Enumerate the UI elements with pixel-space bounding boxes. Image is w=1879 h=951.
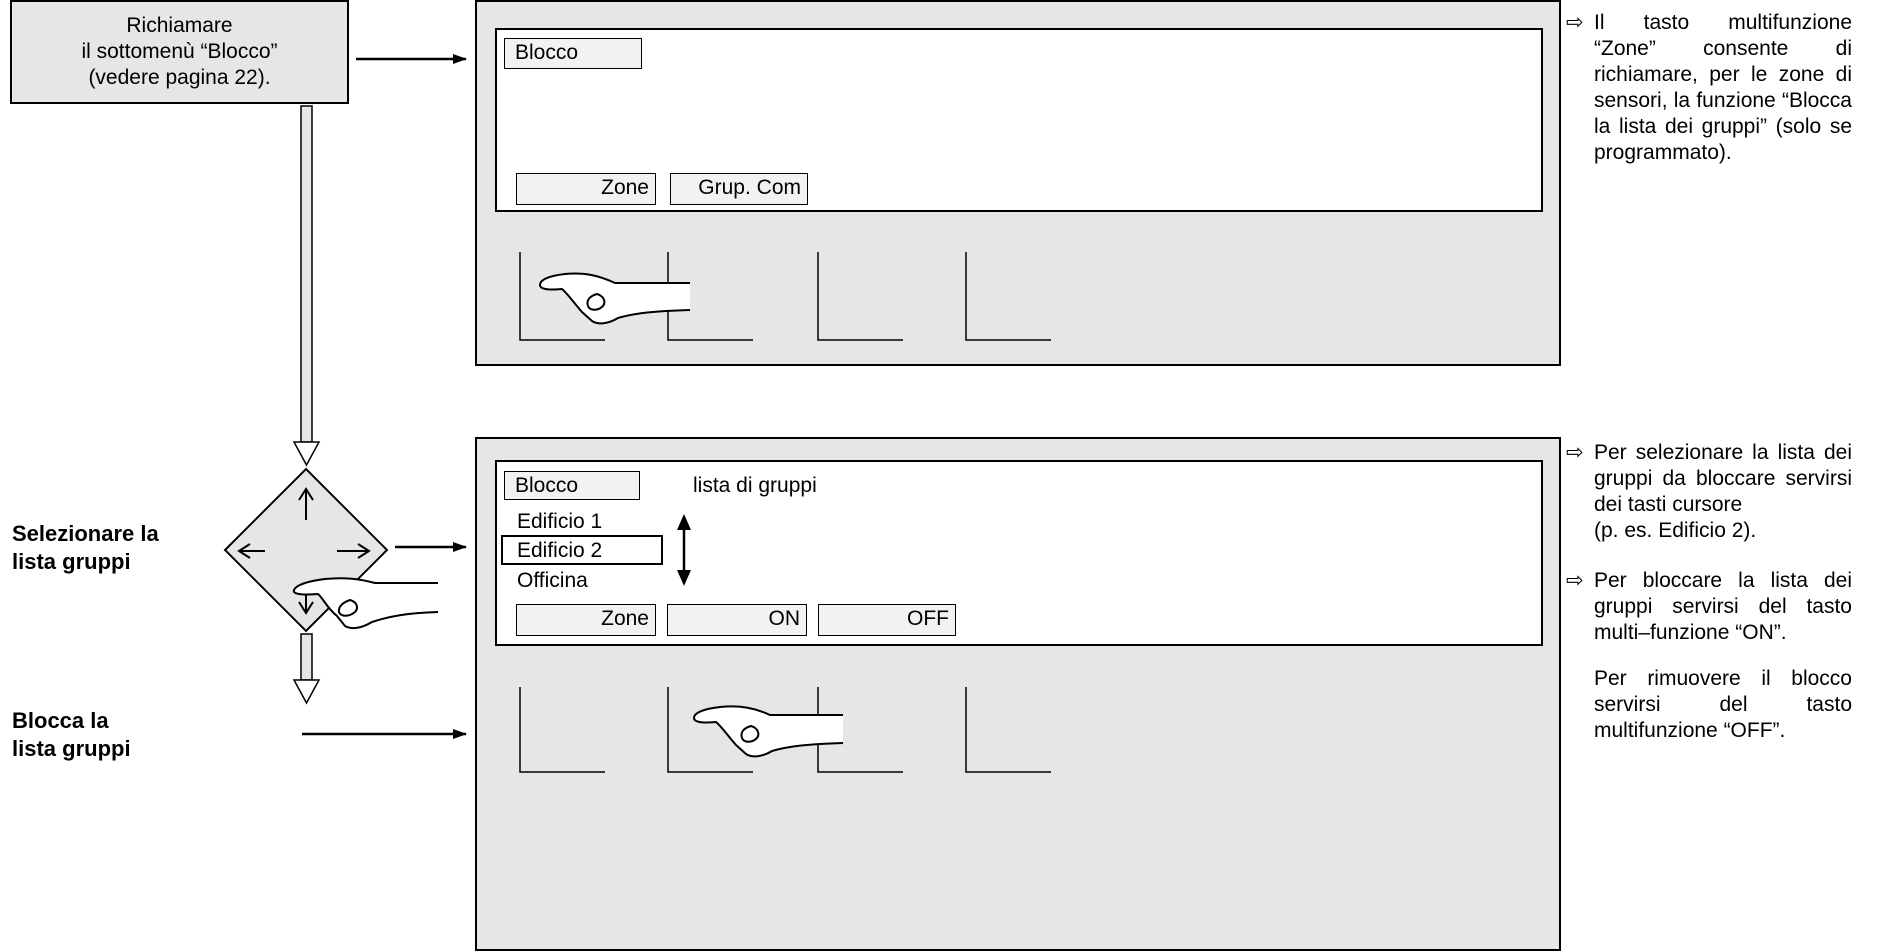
note-select-example: (p. es. Edificio 2). [1594, 519, 1757, 542]
flow-down-arrow-1 [292, 105, 321, 467]
list-item-edificio-2[interactable]: Edificio 2 [517, 539, 603, 562]
screen2-subtitle: lista di gruppi [693, 474, 817, 497]
arrow-marker-icon: ⇨ [1566, 569, 1584, 592]
panel1-function-keys[interactable] [519, 252, 1051, 341]
panel2-function-keys[interactable] [519, 687, 1051, 773]
screen2-softkey-zone[interactable]: Zone [516, 604, 656, 636]
note-zone-text: Il tasto multifunzione “Zone” consente d… [1594, 11, 1852, 164]
arrow-marker-icon: ⇨ [1566, 11, 1584, 34]
label-lock-line-2: lista gruppi [12, 736, 131, 761]
label-select-line-2: lista gruppi [12, 549, 131, 574]
flow-down-arrow-2 [292, 633, 321, 705]
note-unlock-off: Per rimuovere il blocco servirsi del tas… [1566, 666, 1852, 746]
note-select-list: ⇨ Per selezionare la lista dei gruppi da… [1566, 440, 1852, 550]
panel1-key-1 [519, 252, 605, 341]
step-line-1: Richiamare [126, 14, 233, 37]
panel1-key-2 [667, 252, 753, 341]
panel1-key-4 [965, 252, 1051, 341]
screen2-softkey-on[interactable]: ON [667, 604, 807, 636]
panel2-key-1 [519, 687, 605, 773]
label-lock-group-list: Blocca la lista gruppi [12, 707, 131, 763]
screen2-softkey-off[interactable]: OFF [818, 604, 956, 636]
note-select-text: Per selezionare la lista dei gruppi da b… [1594, 441, 1852, 516]
panel2-key-2 [667, 687, 753, 773]
screen1-title-field: Blocco [504, 38, 642, 69]
selected-item-frame [501, 535, 663, 565]
scroll-updown-icon [677, 514, 691, 586]
step-line-2: il sottomenù “Blocco” [81, 40, 278, 63]
hand-press-icon [538, 272, 691, 325]
label-select-group-list: Selezionare la lista gruppi [12, 520, 159, 576]
hand-press-icon [692, 705, 844, 758]
list-item-officina[interactable]: Officina [517, 569, 588, 592]
screen2-title-field: Blocco [504, 471, 640, 500]
panel2-key-4 [965, 687, 1051, 773]
cursor-up-icon [298, 487, 314, 520]
list-item-edificio-1[interactable]: Edificio 1 [517, 510, 603, 533]
step-line-3: (vedere pagina 22). [88, 66, 271, 89]
note-zone-key: ⇨ Il tasto multifunzione “Zone” consente… [1566, 10, 1852, 164]
cursor-left-icon [237, 543, 265, 559]
hand-pointer-icon [292, 577, 439, 630]
note-unlock-text: Per rimuovere il blocco servirsi del tas… [1594, 667, 1852, 742]
note-lock-text: Per bloccare la lista dei gruppi servirs… [1594, 569, 1852, 644]
note-lock-on: ⇨ Per bloccare la lista dei gruppi servi… [1566, 568, 1852, 648]
cursor-right-icon [337, 543, 371, 559]
step-instruction-box: Richiamare il sottomenù “Blocco” (vedere… [10, 0, 349, 104]
panel1-key-3 [817, 252, 903, 341]
label-lock-line-1: Blocca la [12, 708, 109, 733]
display-screen-1 [495, 28, 1543, 212]
screen1-softkey-grup-com[interactable]: Grup. Com [670, 173, 808, 205]
arrow-marker-icon: ⇨ [1566, 441, 1584, 464]
label-select-line-1: Selezionare la [12, 521, 159, 546]
screen1-softkey-zone[interactable]: Zone [516, 173, 656, 205]
